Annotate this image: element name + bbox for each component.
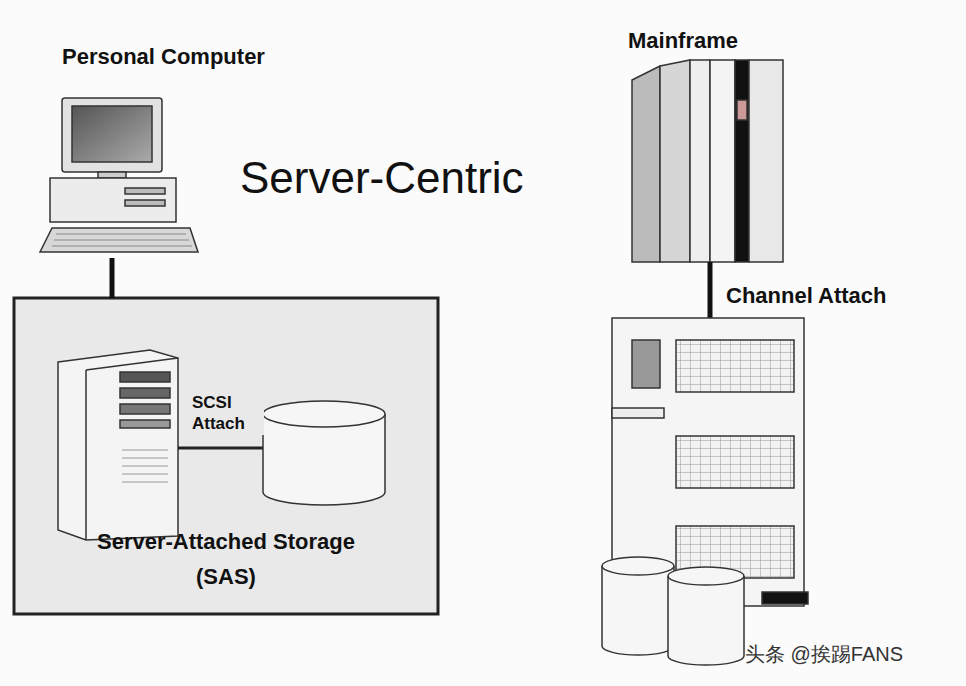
server-tower [58,350,178,540]
heading-label: Server-Centric [240,150,524,205]
device-node: Personal Computer [40,40,370,258]
mainframe [632,60,783,262]
interface-label: SCSI Attach [190,392,264,435]
disk-cylinder [263,401,385,505]
interface-label: Channel Attach [726,282,887,310]
node-title: Personal Computer [62,44,265,70]
channel-cable [708,262,713,318]
scsi-cable [178,447,263,450]
pc-illustration [40,98,198,252]
connector [110,258,115,298]
device-node: Mainframe [610,22,800,264]
sas-region [14,298,438,614]
watermark: 头条 @挨踢FANS [745,642,903,667]
node-title: Mainframe [628,28,738,54]
disk-cylinders [602,557,744,665]
node-title: Server-Attached Storage (SAS) [76,524,376,594]
storage-region: Server-Attached Storage (SAS) [14,298,438,614]
